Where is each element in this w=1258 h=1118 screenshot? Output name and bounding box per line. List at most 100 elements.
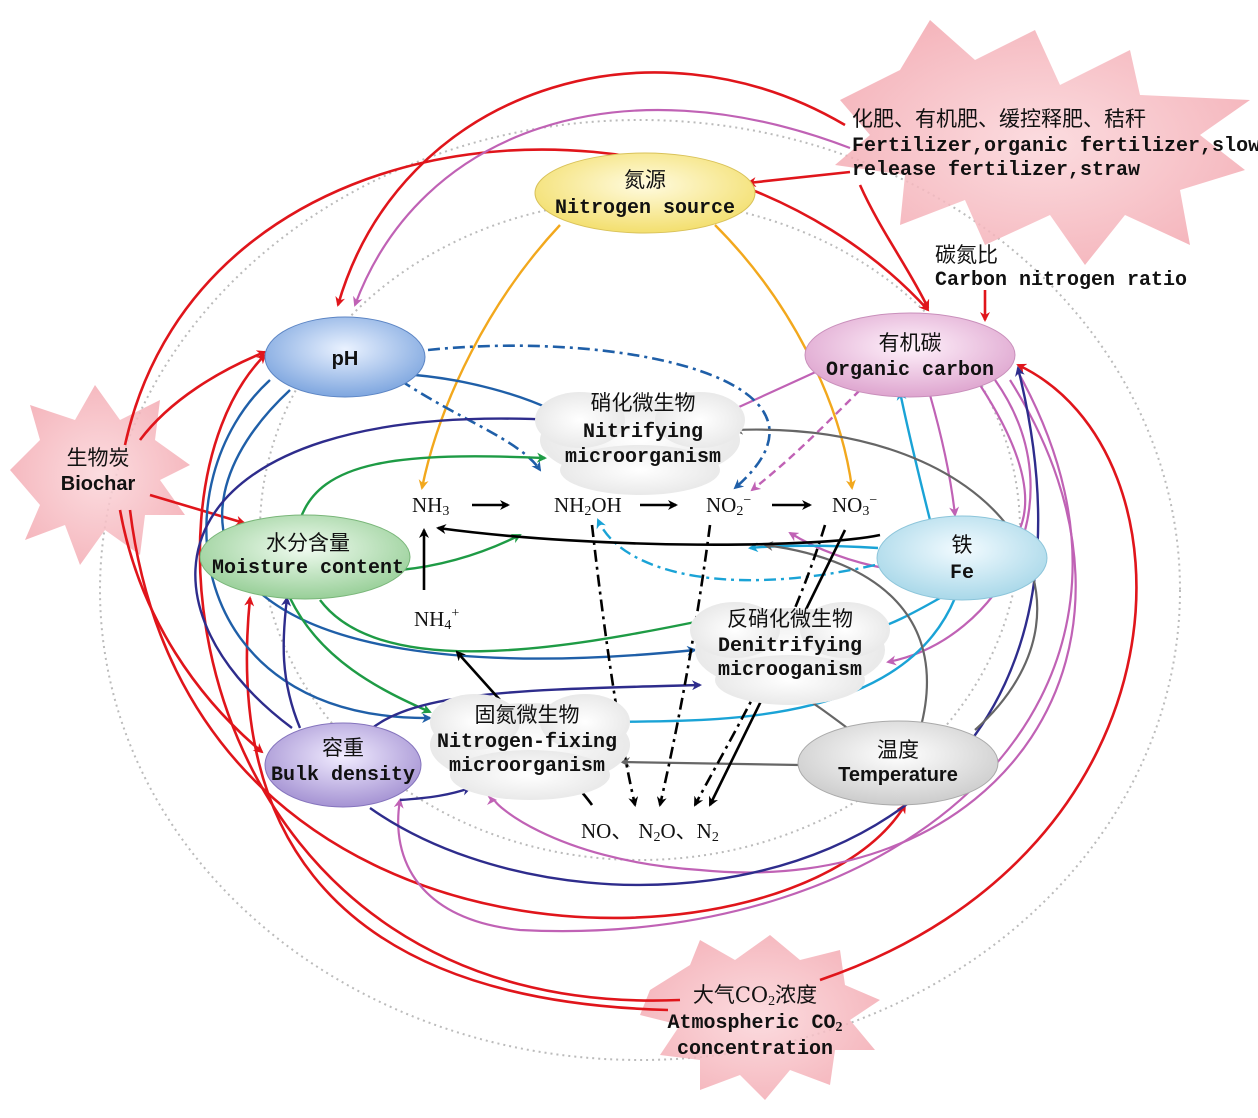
starburst-co2 — [640, 935, 880, 1100]
organic-carbon-bubble — [804, 312, 1016, 398]
blue-dashed-arrows — [399, 344, 771, 490]
arrow-fertilizer-to-ph-pink — [353, 109, 851, 307]
node-ph[interactable]: pH — [264, 316, 426, 398]
arrow-bulk-density-to-moisture — [281, 596, 302, 729]
arrow-ph-to-nitrogen-fixing — [205, 379, 432, 724]
nitrogen-source-bubble — [534, 152, 756, 234]
arrow-co2-to-ph — [198, 353, 681, 1002]
cloud-nitrogen-fixing[interactable]: 固氮微生物 Nitrogen-fixing microorganism — [430, 694, 630, 800]
ph-label: pH — [332, 348, 359, 370]
nitrogen-fixing-en1: Nitrogen-fixing — [437, 731, 617, 754]
denitrifying-zh: 反硝化微生物 — [727, 607, 853, 631]
nitrifying-en2: microorganism — [565, 446, 721, 469]
arrow-temperature-to-no2 — [763, 541, 929, 731]
cloud-denitrifying[interactable]: 反硝化微生物 Denitrifying microoganism — [690, 602, 890, 705]
fe-bubble — [876, 515, 1048, 601]
arrow-bulk-density-to-nitrogen-fixing — [399, 785, 472, 802]
ph-bubble — [264, 316, 426, 398]
arrow-fertilizer-to-organic-carbon — [858, 184, 930, 310]
arrow-nfix-to-nh4 — [455, 650, 501, 701]
arrow-ph-to-nitrifying — [414, 373, 554, 412]
arrow-no3-to-nh3 — [436, 524, 881, 546]
outer-dotted-ring — [99, 119, 1181, 1061]
temperature-bubble — [797, 720, 999, 806]
arrow-temperature-to-nitrogen-fixing — [620, 757, 801, 768]
nh3-label: NH3 — [412, 493, 449, 519]
species-products: NO、N2O、N2 — [581, 819, 719, 845]
denitrifying-cloud-shape — [690, 602, 890, 705]
arrow-fe-to-nh2oh-dashed — [596, 518, 876, 582]
cn-ratio-en: Carbon nitrogen ratio — [935, 269, 1187, 292]
species-nh3: NH3 — [412, 493, 449, 519]
arrow-no2-to-n2o-dashed — [656, 524, 712, 807]
arrow-co2-to-organic-carbon — [819, 363, 1138, 982]
organic-carbon-zh: 有机碳 — [879, 331, 942, 355]
co2-zh: 大气CO2浓度 — [693, 983, 817, 1009]
label-cn-ratio: 碳氮比 Carbon nitrogen ratio — [935, 243, 1187, 292]
cloud-nitrifying[interactable]: 硝化微生物 Nitrifying microorganism — [535, 391, 745, 495]
moisture-en: Moisture content — [212, 557, 404, 580]
starburst-biochar — [10, 385, 190, 565]
temperature-en: Temperature — [838, 764, 958, 786]
fertilizer-en1: Fertilizer,organic fertilizer,slow — [852, 135, 1258, 158]
arrow-ph-to-no2-dashed — [427, 344, 771, 490]
node-temperature[interactable]: 温度 Temperature — [797, 720, 999, 806]
arrow-moisture-to-denitrifying — [319, 599, 707, 653]
fertilizer-zh: 化肥、有机肥、缓控释肥、秸秆 — [852, 107, 1146, 131]
temperature-zh: 温度 — [877, 738, 919, 762]
arrow-fe-to-no2-cyan — [748, 542, 879, 553]
bulk-density-bubble — [264, 722, 422, 808]
arrow-nh2oh-to-no-dashed — [590, 524, 639, 807]
nh2oh-label: NH2OH — [554, 493, 622, 519]
species-no2: NO2− — [706, 493, 751, 519]
no3-label: NO3− — [832, 493, 877, 519]
node-bulk-density[interactable]: 容重 Bulk density — [264, 722, 422, 808]
arrow-organic-carbon-to-nitrifying — [726, 368, 821, 414]
arrow-biochar-to-temperature — [128, 509, 907, 920]
nitrifying-cloud-shape — [535, 392, 745, 495]
nitrogen-source-zh: 氮源 — [624, 168, 666, 192]
nitrifying-zh: 硝化微生物 — [591, 391, 696, 415]
arrow-moisture-to-nitrifying — [298, 452, 547, 521]
nitrogen-source-en: Nitrogen source — [555, 197, 735, 220]
denitrifying-en2: microoganism — [718, 659, 862, 682]
node-organic-carbon[interactable]: 有机碳 Organic carbon — [804, 312, 1016, 398]
moisture-bubble — [199, 514, 411, 600]
arrow-biochar-to-bulk-density — [118, 509, 264, 754]
cn-ratio-zh: 碳氮比 — [935, 243, 998, 267]
arrow-biochar-to-organic-carbon — [123, 148, 930, 446]
arrow-organic-carbon-to-bulk-density — [393, 371, 1074, 933]
products-label: NO、N2O、N2 — [581, 819, 719, 845]
arrow-ph-to-nh2oh-dashed — [399, 378, 542, 472]
node-nitrogen-source[interactable]: 氮源 Nitrogen source — [534, 152, 756, 234]
arrow-fe-to-organic-carbon — [896, 390, 932, 521]
label-fertilizer: 化肥、有机肥、缓控释肥、秸秆 Fertilizer,organic fertil… — [852, 107, 1258, 182]
red-arrows — [118, 71, 1138, 1012]
arrow-nsource-to-nh3 — [418, 224, 561, 490]
node-fe[interactable]: 铁 Fe — [876, 515, 1048, 601]
arrow-bulk-density-to-nitrifying — [194, 414, 557, 729]
starburst-fertilizer — [835, 20, 1250, 265]
arrow-organic-carbon-to-no2-dashed — [750, 389, 861, 492]
co2-en1: Atmospheric CO2 — [667, 1012, 842, 1035]
arrow-moisture-to-nitrogen-fixing — [288, 597, 432, 714]
arrow-biochar-to-moisture — [149, 493, 246, 526]
fe-en: Fe — [950, 562, 974, 585]
nitrogen-fixing-en2: microorganism — [449, 755, 605, 778]
arrow-fertilizer-to-ph — [335, 71, 846, 307]
fertilizer-en2: release fertilizer,straw — [852, 159, 1140, 182]
green-arrows — [288, 452, 707, 714]
nitrifying-en1: Nitrifying — [583, 421, 703, 444]
nitrogen-fixing-zh: 固氮微生物 — [475, 703, 580, 727]
nitrogen-fixing-cloud-shape — [430, 694, 630, 800]
denitrifying-en1: Denitrifying — [718, 635, 862, 658]
arrow-moisture-to-nh2oh — [399, 533, 522, 572]
label-biochar: 生物炭 Biochar — [61, 446, 136, 495]
node-moisture-content[interactable]: 水分含量 Moisture content — [199, 514, 411, 600]
species-no3: NO3− — [832, 493, 877, 519]
no2-label: NO2− — [706, 493, 751, 519]
organic-carbon-en: Organic carbon — [826, 359, 994, 382]
arrow-biochar-to-ph — [138, 350, 267, 441]
arrow-organic-carbon-to-nitrogen-fixing — [486, 379, 1077, 874]
